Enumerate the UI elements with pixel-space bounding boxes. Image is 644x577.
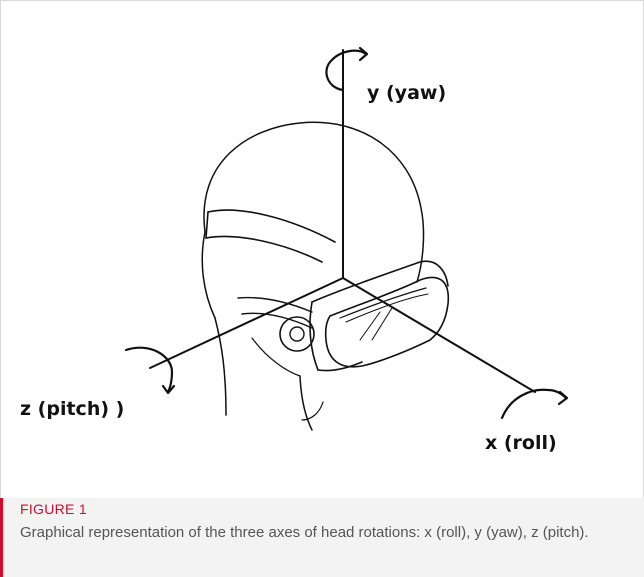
ear-button-inner: [289, 326, 305, 342]
yaw-arrowhead: [358, 46, 369, 62]
side-strap-upper: [237, 296, 313, 313]
head-strap-end: [205, 211, 209, 239]
caption-title: FIGURE 1: [20, 501, 87, 517]
x-axis-label: x (roll): [485, 432, 557, 454]
visor-inner: [339, 287, 427, 319]
roll-arrowhead: [557, 390, 569, 406]
caption-text: Graphical representation of the three ax…: [20, 524, 589, 541]
jaw-line: [251, 337, 301, 377]
side-strap-lower: [241, 312, 313, 329]
roll-rotation-arrow: [500, 388, 568, 420]
headset-top: [311, 260, 449, 303]
head-rotation-illustration: [124, 46, 569, 431]
z-axis-line: [149, 277, 344, 369]
visor-rim: [345, 293, 429, 323]
neck-back: [214, 317, 227, 416]
y-axis-label: y (yaw): [367, 82, 447, 104]
x-axis-line: [342, 277, 536, 393]
headset-side: [309, 301, 319, 371]
chin-curve: [301, 401, 324, 421]
visor-outline: [324, 276, 450, 368]
pitch-rotation-arrow: [124, 346, 174, 394]
ear-button-outer: [279, 316, 315, 352]
yaw-rotation-arrow: [325, 49, 368, 92]
figure-caption: FIGURE 1 Graphical representation of the…: [0, 498, 644, 577]
z-axis-label: z (pitch) ): [20, 398, 125, 420]
visor-shine-1: [359, 311, 381, 341]
headset-bottom: [317, 361, 363, 372]
neck-front: [299, 375, 313, 431]
head-outline: [203, 121, 425, 283]
caption-accent-bar: [0, 498, 3, 577]
head-strap-bottom: [205, 235, 323, 263]
head-strap-top: [207, 209, 336, 243]
head-back-lower: [201, 231, 216, 319]
pitch-arrowhead: [161, 384, 176, 395]
visor-shine-2: [371, 307, 393, 341]
